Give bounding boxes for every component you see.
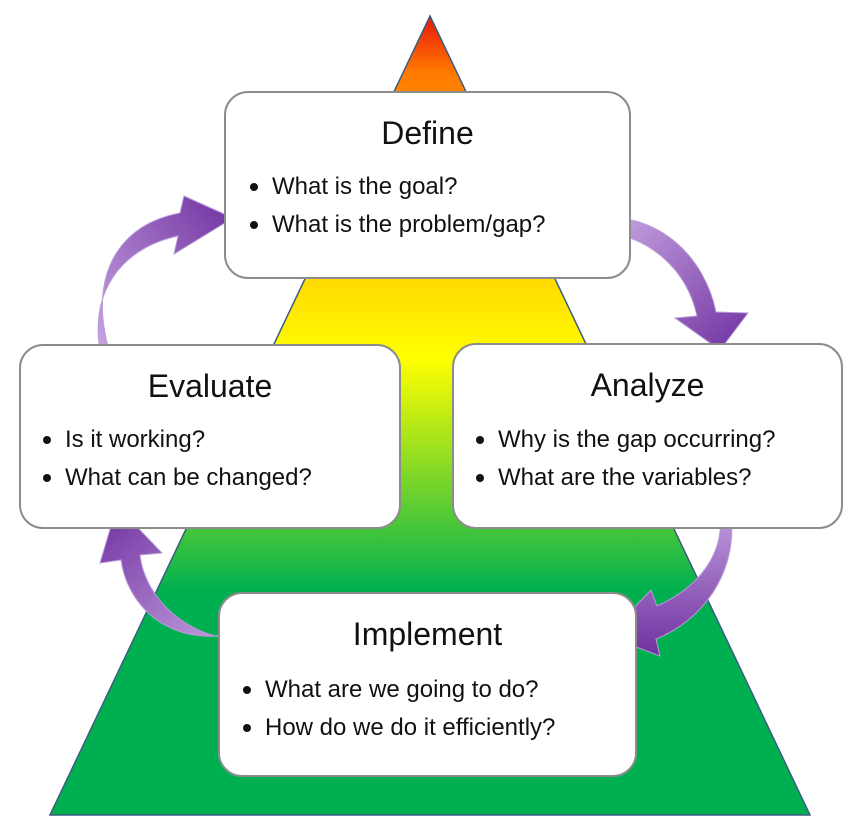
bullet-icon: [243, 724, 251, 732]
implement-question-item: What are we going to do?: [240, 671, 555, 709]
implement-question-text: What are we going to do?: [265, 676, 539, 703]
implement-questions: What are we going to do? How do we do it…: [240, 671, 555, 747]
analyze-title: Analyze: [590, 367, 705, 403]
bullet-icon: [43, 474, 51, 482]
evaluate-title: Evaluate: [147, 368, 273, 404]
define-question-item: What is the problem/gap?: [247, 206, 545, 244]
evaluate-question-item: What can be changed?: [40, 459, 312, 497]
bullet-icon: [243, 686, 251, 694]
bullet-icon: [250, 183, 258, 191]
analyze-question-text: Why is the gap occurring?: [498, 426, 776, 453]
define-title: Define: [381, 115, 474, 151]
bullet-icon: [250, 221, 258, 229]
bullet-icon: [43, 436, 51, 444]
implement-question-item: How do we do it efficiently?: [240, 709, 555, 747]
implement-card: Implement What are we going to do? How d…: [218, 592, 637, 777]
evaluate-question-item: Is it working?: [40, 421, 312, 459]
evaluate-question-text: Is it working?: [65, 426, 206, 453]
analyze-question-text: What are the variables?: [498, 464, 752, 491]
define-question-item: What is the goal?: [247, 168, 545, 206]
analyze-card: Analyze Why is the gap occurring? What a…: [452, 343, 843, 529]
analyze-question-item: Why is the gap occurring?: [473, 421, 775, 459]
evaluate-questions: Is it working? What can be changed?: [40, 421, 312, 497]
arrow-analyze-to-implement: [606, 494, 733, 657]
evaluate-card: Evaluate Is it working? What can be chan…: [19, 344, 401, 529]
define-questions: What is the goal? What is the problem/ga…: [247, 168, 545, 244]
implement-title: Implement: [352, 616, 503, 652]
define-question-text: What is the goal?: [272, 173, 458, 200]
implement-question-text: How do we do it efficiently?: [265, 714, 556, 741]
define-card: Define What is the goal? What is the pro…: [224, 91, 631, 279]
define-question-text: What is the problem/gap?: [272, 211, 546, 238]
arrow-evaluate-to-define: [97, 195, 235, 361]
bullet-icon: [476, 436, 484, 444]
arrow-implement-to-evaluate: [99, 505, 259, 641]
analyze-questions: Why is the gap occurring? What are the v…: [473, 421, 775, 497]
analyze-question-item: What are the variables?: [473, 459, 775, 497]
evaluate-question-text: What can be changed?: [65, 464, 312, 491]
bullet-icon: [476, 474, 484, 482]
